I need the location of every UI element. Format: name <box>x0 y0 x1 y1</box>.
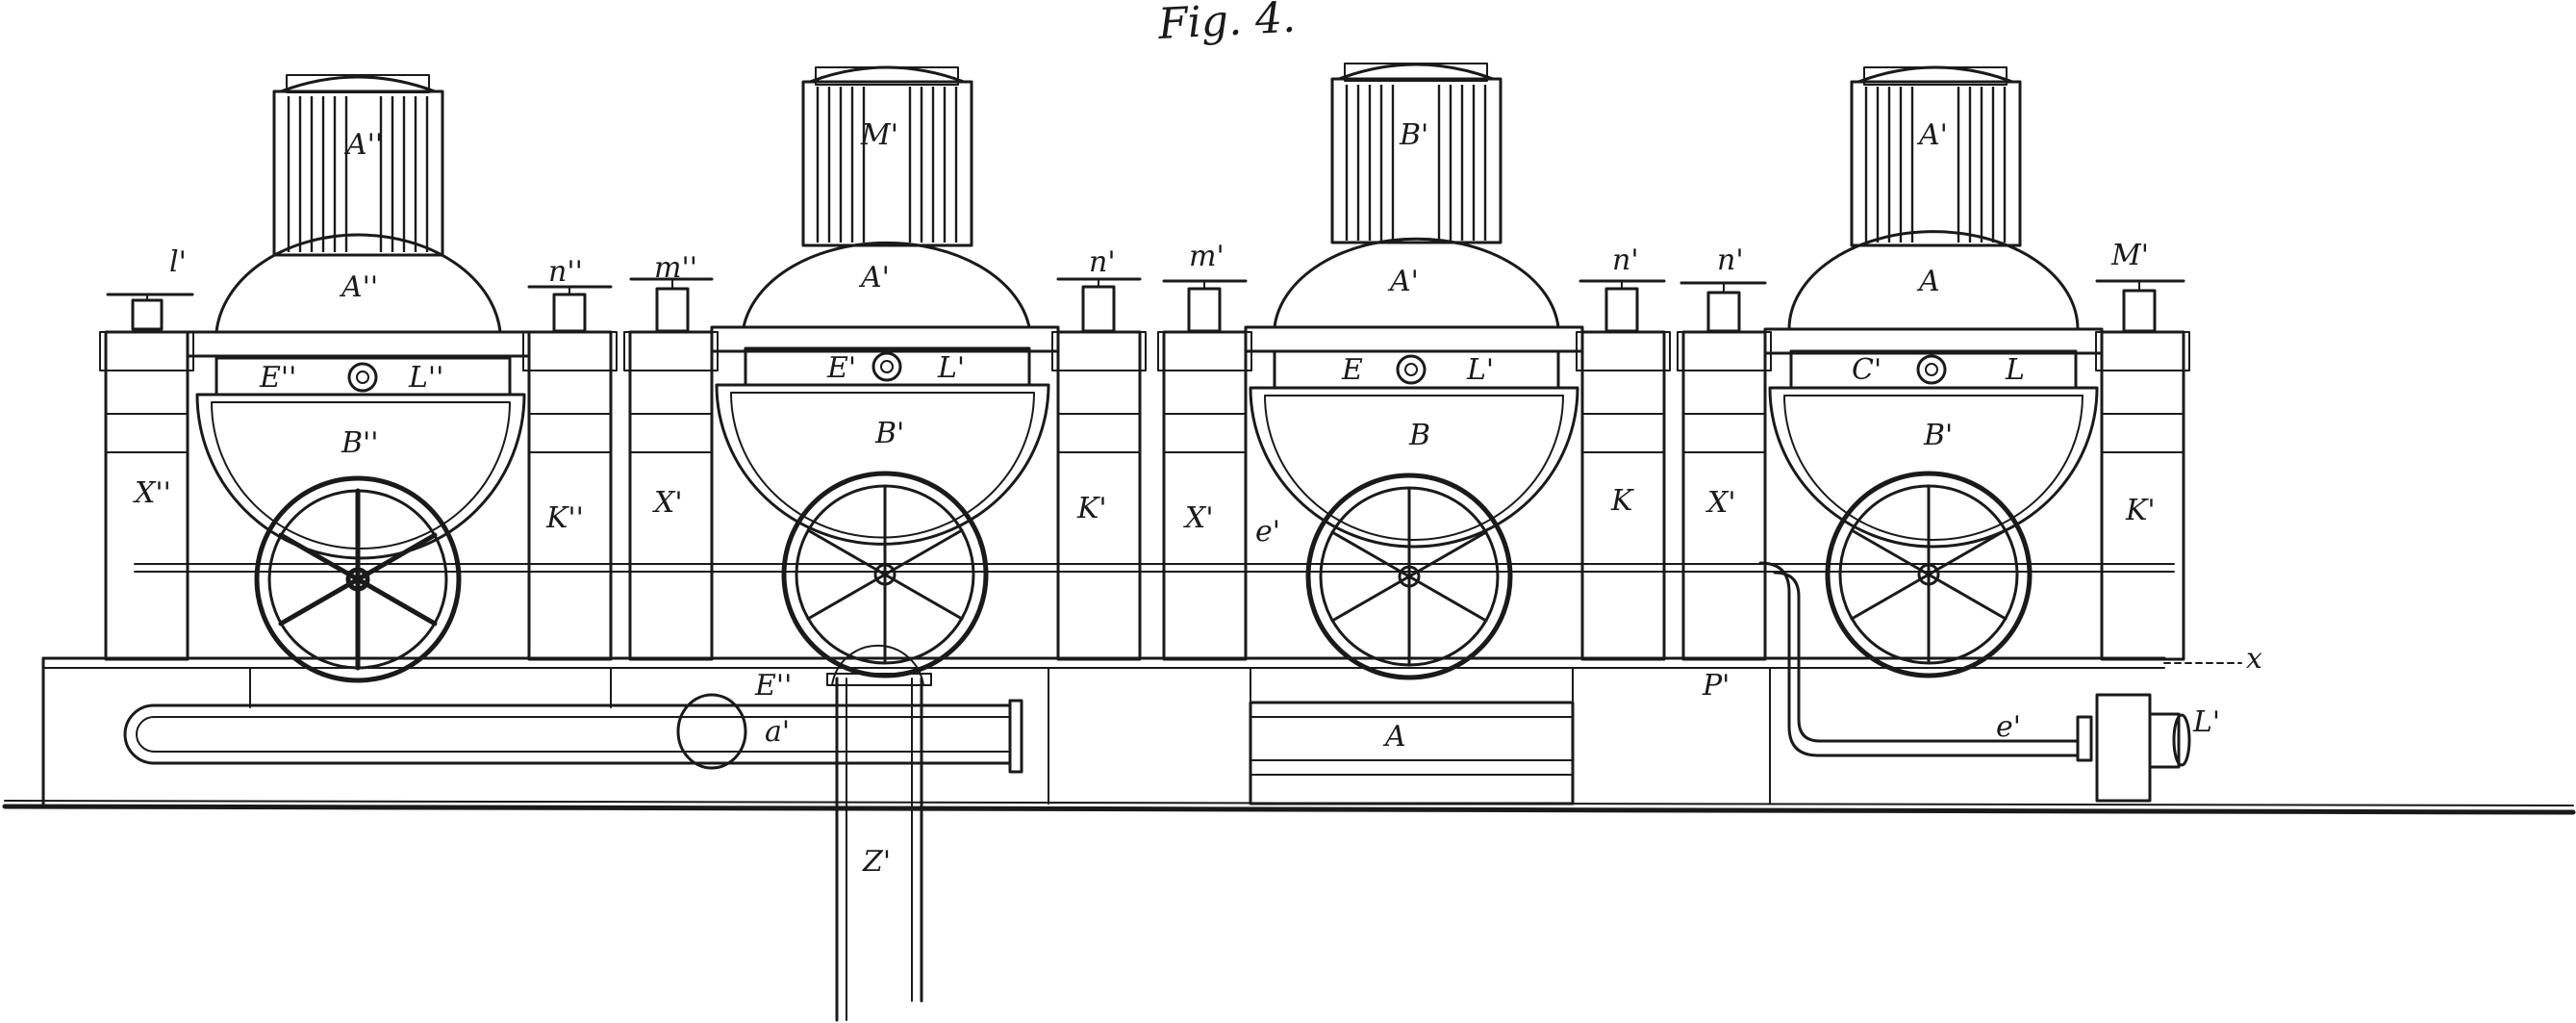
dome-label-4: A' <box>1916 118 1948 152</box>
central-box <box>1249 701 1575 806</box>
valve-3 <box>629 277 714 333</box>
box-right-label-1: L'' <box>408 361 443 395</box>
valve-1 <box>106 293 194 331</box>
cylinder-label-1: A'' <box>339 270 378 304</box>
dome-3 <box>1330 77 1503 244</box>
bowl-4 <box>1768 386 2099 549</box>
valve-label-5: m' <box>1189 240 1225 273</box>
box-right-label-2: L' <box>937 351 965 385</box>
box-left-label-4: C' <box>1852 353 1881 387</box>
column-5 <box>1162 330 1248 661</box>
valve-4 <box>1056 277 1142 333</box>
valve-2 <box>527 285 613 333</box>
valve-label-4: n' <box>1089 245 1116 279</box>
valve-5 <box>1162 279 1248 333</box>
wheel-2 <box>781 471 989 678</box>
dome-label-3: B' <box>1399 118 1428 152</box>
label-e-pipe: e' <box>1996 710 2021 744</box>
unit-3 <box>1244 63 1584 680</box>
label-a-box: A <box>1382 720 1406 754</box>
cylinder-label-3: A' <box>1387 265 1419 298</box>
box-left-label-3: E <box>1341 353 1363 387</box>
unit-2 <box>710 65 1060 678</box>
columns <box>99 330 2190 661</box>
label-axis-x: x <box>2246 642 2262 676</box>
unit-4 <box>1763 65 2104 678</box>
dome-4 <box>1850 80 2022 247</box>
valves <box>106 277 2185 333</box>
column-label-1: X'' <box>133 476 171 510</box>
valve-label-1: l' <box>169 245 187 279</box>
box-right-label-3: L' <box>1466 353 1494 387</box>
label-l-prime: L' <box>2192 705 2220 739</box>
cylinder-label-4: A <box>1916 265 1940 298</box>
valve-label-6: n' <box>1612 243 1639 277</box>
column-2 <box>527 330 613 661</box>
column-label-5: X' <box>1183 501 1214 535</box>
unit-1 <box>186 74 531 683</box>
column-label-7: X' <box>1705 486 1736 520</box>
box-left-label-2: E' <box>826 351 856 385</box>
valve-7 <box>1679 281 1767 333</box>
cylinder-2 <box>742 241 1031 329</box>
dome-label-1: A'' <box>343 128 383 162</box>
box-right-label-4: L <box>2005 353 2025 387</box>
wheel-4 <box>1825 471 2033 678</box>
valve-8 <box>2095 279 2185 333</box>
wheel-3 <box>1305 473 1513 680</box>
dome-label-2: M' <box>860 118 898 152</box>
column-label-8: K' <box>2125 494 2156 527</box>
figure-title: Fig. 4. <box>1156 0 1297 49</box>
bowl-label-2: B' <box>874 417 904 450</box>
valve-label-2: n'' <box>548 255 583 289</box>
bowl-3 <box>1249 386 1579 549</box>
cylinder-1 <box>215 233 502 334</box>
pipe-a <box>123 644 1023 774</box>
valve-label-3: m'' <box>654 251 697 285</box>
cylinder-3 <box>1273 237 1560 329</box>
column-label-3: X' <box>652 486 683 520</box>
bowl-2 <box>715 383 1050 546</box>
pipe-z <box>826 673 932 1022</box>
bowl-label-3: B <box>1408 419 1430 452</box>
column-label-2: K'' <box>545 501 584 535</box>
valve-label-8: M' <box>2110 239 2149 272</box>
cylinder-4 <box>1787 230 2080 331</box>
label-e-prime: e' <box>1255 515 1280 549</box>
column-label-4: K' <box>1076 492 1107 525</box>
column-label-6: K <box>1610 484 1634 518</box>
label-p: P' <box>1702 669 1730 703</box>
pipe-e <box>1758 561 2191 803</box>
wheel-1 <box>254 475 462 683</box>
box-left-label-1: E'' <box>259 361 296 395</box>
valve-6 <box>1578 279 1666 333</box>
bowl-1 <box>195 393 526 560</box>
bowl-label-1: B'' <box>341 426 379 460</box>
labels: A'' M' B' A' A'' A' A' A E'' L'' E' L' E… <box>133 118 2262 879</box>
bowl-label-4: B' <box>1923 419 1953 452</box>
dome-2 <box>801 80 973 247</box>
label-a-prime: a' <box>765 715 790 749</box>
valve-label-7: n' <box>1717 243 1744 277</box>
label-e-lower: E'' <box>754 669 792 703</box>
cylinder-label-2: A' <box>858 261 890 294</box>
label-z: Z' <box>862 845 891 879</box>
